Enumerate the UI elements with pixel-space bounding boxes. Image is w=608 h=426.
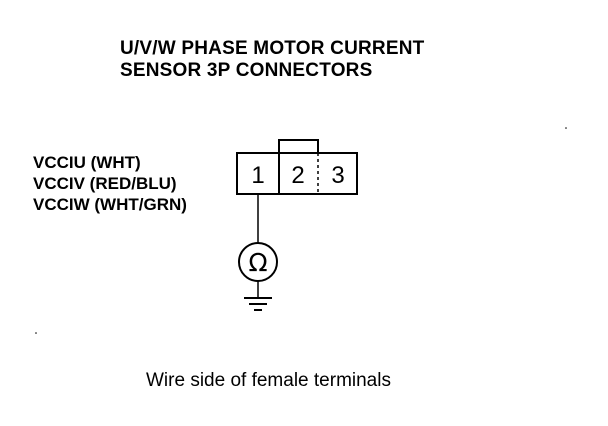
scan-speck bbox=[565, 127, 567, 129]
diagram-title: U/V/W PHASE MOTOR CURRENT SENSOR 3P CONN… bbox=[120, 38, 424, 82]
wire-label-3: VCCIW (WHT/GRN) bbox=[33, 195, 187, 214]
wire-label-1: VCCIU (WHT) bbox=[33, 153, 141, 172]
pin-2-label: 2 bbox=[291, 162, 304, 189]
ground-icon bbox=[244, 297, 272, 311]
connector-3p: 1 2 3 bbox=[236, 139, 358, 195]
wire-label-list: VCCIU (WHT) VCCIV (RED/BLU) VCCIW (WHT/G… bbox=[33, 152, 187, 215]
wire-label-2: VCCIV (RED/BLU) bbox=[33, 174, 177, 193]
scan-speck bbox=[35, 332, 37, 334]
diagram-caption: Wire side of female terminals bbox=[146, 370, 391, 391]
title-line-2: SENSOR 3P CONNECTORS bbox=[120, 60, 373, 81]
ohm-symbol: Ω bbox=[248, 248, 267, 277]
ohmmeter-icon: Ω bbox=[238, 242, 278, 282]
pin-1-label: 1 bbox=[251, 162, 264, 189]
connector-housing bbox=[236, 152, 358, 195]
title-line-1: U/V/W PHASE MOTOR CURRENT bbox=[120, 38, 425, 59]
pin-3-label: 3 bbox=[331, 162, 344, 189]
connector-lock-tab bbox=[278, 139, 319, 153]
